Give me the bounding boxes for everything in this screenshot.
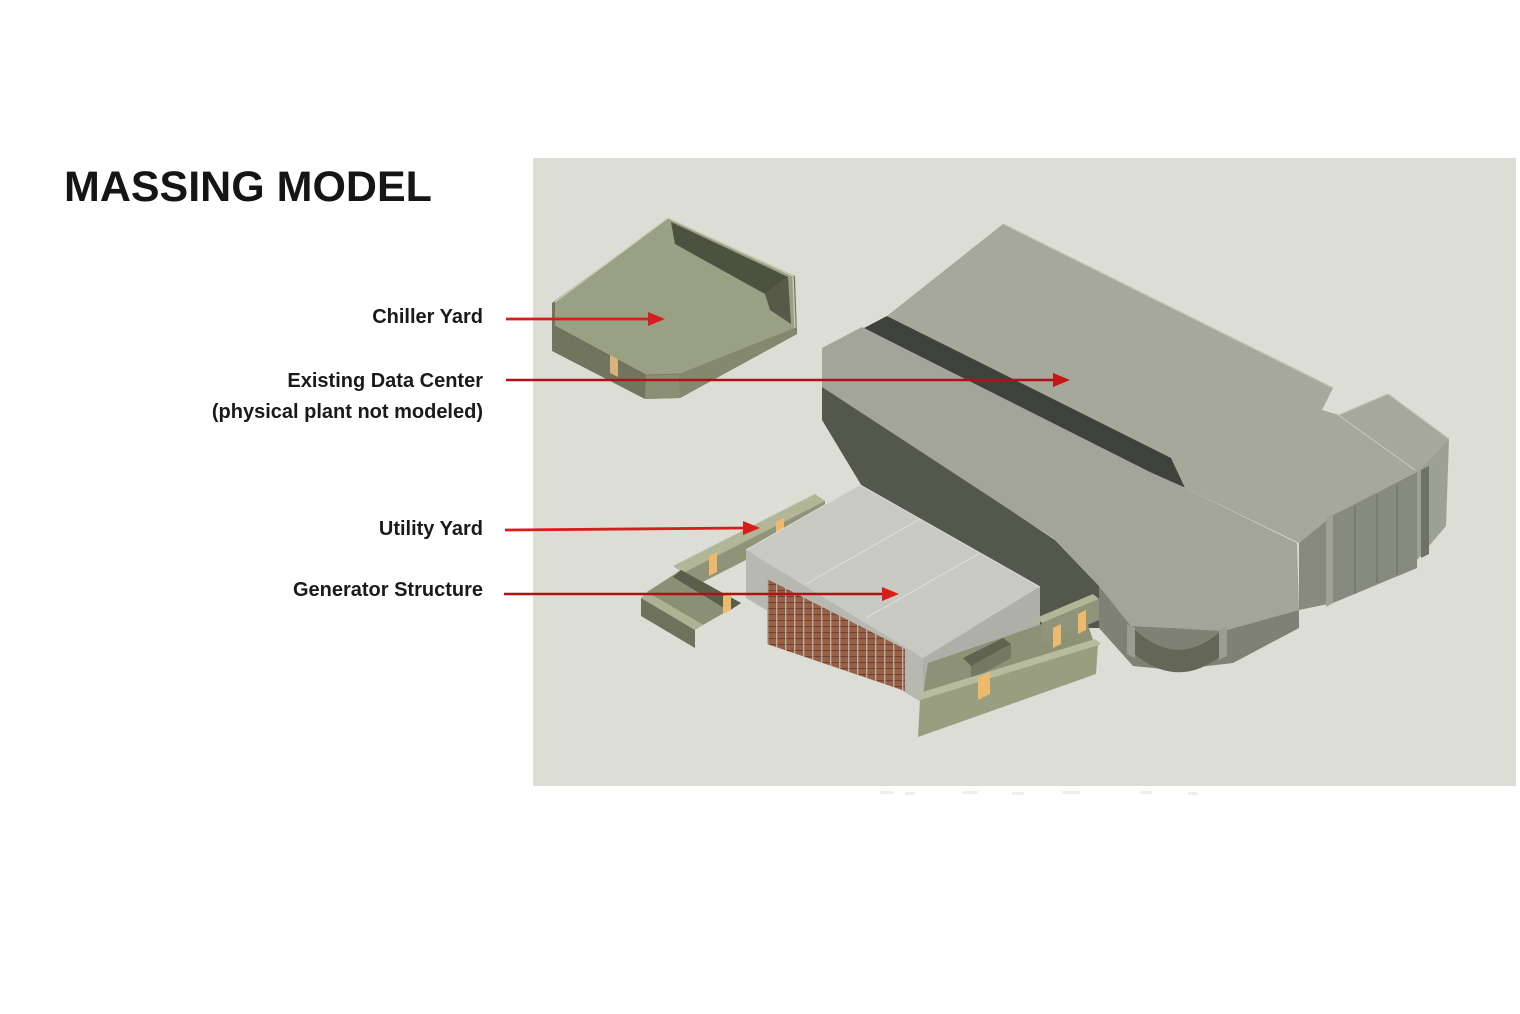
edc-west-walls: [822, 384, 1099, 628]
arrow-utility-yard: [504, 521, 760, 535]
chiller-yard-wall-edge: [554, 325, 680, 376]
chiller-yard-door: [610, 355, 618, 377]
utility-yard-divider-face: [971, 644, 1011, 680]
utility-yard-door: [1078, 610, 1086, 634]
label-chiller-yard: Chiller Yard: [372, 306, 483, 329]
label-existing-data-center: Existing Data Center (physical plant not…: [212, 366, 483, 428]
generator-roof-edge: [745, 484, 1041, 588]
label-utility-yard: Utility Yard: [379, 518, 483, 541]
utility-yard-front-wall-face: [918, 645, 1098, 737]
edc-main-roof: [887, 224, 1449, 543]
label-utility-yard-text: Utility Yard: [378, 518, 483, 540]
edc-ext-roof-edge: [1338, 393, 1450, 440]
utility-yard-door: [709, 552, 717, 576]
generator-louver-grille: [767, 579, 905, 691]
chiller-yard-rim: [554, 217, 796, 329]
edc-bay-pilaster-left: [1127, 624, 1135, 658]
utility-yard-pocket-wall-top: [641, 592, 703, 630]
generator-roof-seams: [805, 518, 981, 619]
edc-curved-bay: [1133, 628, 1221, 673]
label-generator-structure-text: Generator Structure: [292, 579, 483, 601]
scan-artifacts: [880, 791, 1198, 795]
existing-data-center-model: [822, 223, 1450, 673]
arrow-chiller-yard: [506, 312, 665, 326]
generator-roof: [746, 485, 1040, 658]
arrow-generator-structure: [504, 587, 899, 601]
utility-yard-divider-wall: [963, 638, 1011, 666]
chiller-yard-model: [552, 217, 797, 399]
annotation-arrows: [504, 312, 1070, 601]
edc-bay-pilaster-right: [1219, 626, 1227, 660]
utility-yard-pocket-wall-face: [641, 598, 695, 648]
chiller-yard-inner-shadow: [671, 222, 788, 294]
edc-front-wall-pilaster: [1326, 515, 1333, 607]
arrow-existing-data-center: [506, 373, 1070, 387]
edc-extension-pilaster: [1421, 466, 1429, 558]
edc-roof-seam: [1336, 413, 1416, 471]
utility-yard-right-wall-top: [1036, 594, 1099, 623]
edc-wing-roof: [822, 327, 1299, 631]
utility-yard-door: [978, 672, 990, 700]
page-title: MASSING MODEL: [64, 163, 432, 211]
label-generator-structure: Generator Structure: [293, 579, 483, 602]
utility-yard-pocket-floor: [647, 570, 741, 625]
edc-front-wall-seams: [1354, 485, 1398, 594]
utility-yard-door: [1053, 624, 1061, 648]
label-existing-data-center-line2: (physical plant not modeled): [211, 401, 483, 423]
utility-yard-front-wall-top: [916, 639, 1101, 700]
label-existing-data-center-line1: Existing Data Center: [287, 370, 483, 392]
utility-yard-back-wall-top: [673, 494, 825, 573]
chiller-yard-front-wall: [645, 374, 680, 399]
edc-shadow-seam: [864, 316, 1188, 489]
utility-yard-door: [723, 592, 731, 614]
edc-roof-edge: [1002, 223, 1334, 389]
chiller-yard-inner-shadow-right: [765, 277, 791, 324]
utility-yard-front-strip: [916, 594, 1101, 737]
label-chiller-yard-text: Chiller Yard: [372, 306, 483, 328]
